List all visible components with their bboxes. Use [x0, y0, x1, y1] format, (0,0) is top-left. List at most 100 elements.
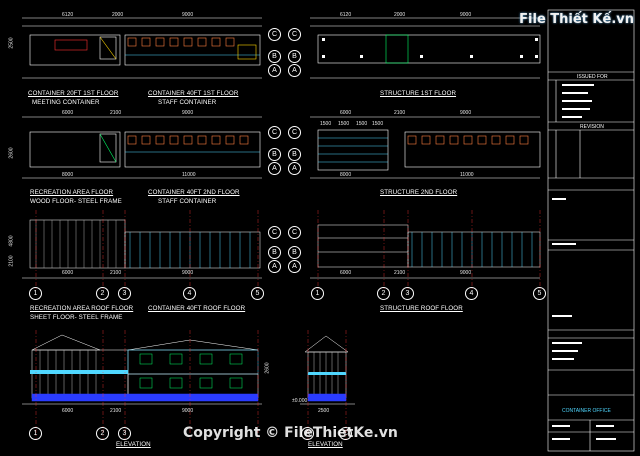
grid-axis-bubble: 4 — [183, 287, 196, 300]
dim-label: 11000 — [182, 172, 196, 178]
view-structure-1st-floor — [310, 17, 541, 79]
view-title-staff-2nd: CONTAINER 40FT 2ND FLOOR — [148, 189, 240, 196]
dim-label: 9000 — [460, 270, 472, 276]
grid-axis-bubble: 2 — [96, 427, 109, 440]
dim-label: 2000 — [112, 12, 124, 18]
dim-label: 8000 — [340, 172, 352, 178]
view-title-structure-1st: STRUCTURE 1ST FLOOR — [380, 90, 457, 97]
dim-elevation-zero: ±0.000 — [292, 398, 308, 404]
grid-axis-bubble: B — [268, 148, 281, 161]
issued-for-label: ISSUED FOR — [577, 74, 608, 80]
grid-axis-bubble: 1 — [311, 287, 324, 300]
grid-axis-bubble: 1 — [29, 427, 42, 440]
elevation-grid-lines — [35, 330, 347, 440]
grid-axis-bubble: C — [288, 126, 301, 139]
view-title-recreation-roof: RECREATION AREA ROOF FLOOR — [30, 305, 134, 312]
grid-axis-bubble: 3 — [118, 287, 131, 300]
view-title-staff-roof: CONTAINER 40FT ROOF FLOOR — [148, 305, 246, 312]
grid-axis-bubble: 3 — [118, 427, 131, 440]
dim-label: 2600 — [8, 147, 15, 159]
view-title-structure-2nd: STRUCTURE 2ND FLOOR — [380, 189, 458, 196]
dim-label: 2100 — [394, 270, 406, 276]
grid-axis-bubble: C — [339, 427, 352, 440]
view-meeting-container-plan — [22, 17, 262, 79]
dim-label: 11000 — [460, 172, 474, 178]
grid-axis-bubble: B — [288, 246, 301, 259]
grid-axis-bubble: 2 — [377, 287, 390, 300]
dim-label: 6000 — [340, 270, 352, 276]
view-staff-container-plan — [124, 34, 261, 66]
view-front-elevation — [22, 334, 262, 405]
dim-label: 1500 — [320, 121, 332, 127]
view-title-side-elevation: ELEVATION — [308, 441, 343, 448]
grid-axis-bubble: A — [268, 260, 281, 273]
site-logo: File Thiết Kế.vn — [519, 12, 634, 27]
dim-label: 9000 — [460, 12, 472, 18]
grid-axis-bubble: C — [268, 226, 281, 239]
view-subtitle-meeting-container: MEETING CONTAINER — [32, 99, 100, 106]
title-block-entries — [552, 84, 616, 440]
grid-axis-bubble: A — [268, 162, 281, 175]
view-structure-2nd-floor — [310, 116, 541, 179]
grid-axis-bubble: B — [288, 50, 301, 63]
copyright-watermark: Copyright © FileThietKe.vn — [183, 425, 398, 441]
grid-axis-bubble: A — [288, 162, 301, 175]
view-title-recreation-floor: RECREATION AREA FLOOR — [30, 189, 114, 196]
grid-axis-bubble: 1 — [29, 287, 42, 300]
grid-axis-bubble: 3 — [401, 287, 414, 300]
view-subtitle-recreation-floor: WOOD FLOOR- STEEL FRAME — [30, 198, 122, 205]
grid-axis-bubble: 2 — [96, 287, 109, 300]
grid-axis-bubble: A — [288, 260, 301, 273]
dim-label: 6000 — [62, 270, 74, 276]
grid-axis-bubble: 5 — [533, 287, 546, 300]
dim-label: 2100 — [8, 255, 15, 267]
drawing-title: CONTAINER OFFICE — [562, 408, 611, 414]
dim-label: 2500 — [8, 37, 15, 49]
dim-label: 2100 — [110, 408, 122, 414]
view-side-elevation — [300, 335, 355, 405]
view-subtitle-staff-2nd: STAFF CONTAINER — [158, 198, 217, 205]
view-title-meeting-container: CONTAINER 20FT 1ST FLOOR — [28, 90, 119, 97]
dim-label: 2100 — [394, 110, 406, 116]
grid-axis-bubble: C — [268, 28, 281, 41]
dim-label: 6000 — [62, 408, 74, 414]
grid-axis-bubble: A — [301, 427, 314, 440]
grid-axis-bubble: B — [268, 50, 281, 63]
dim-label: 1500 — [372, 121, 384, 127]
dim-label: 1500 — [338, 121, 350, 127]
grid-axis-bubble: C — [288, 28, 301, 41]
view-subtitle-recreation-roof: SHEET FLOOR- STEEL FRAME — [30, 314, 123, 321]
dim-label: 9000 — [182, 270, 194, 276]
view-recreation-area-floor — [22, 116, 262, 179]
view-staff-container-2nd — [124, 131, 261, 168]
grid-axis-bubble: A — [288, 64, 301, 77]
dim-label: 6000 — [340, 110, 352, 116]
view-title-structure-roof: STRUCTURE ROOF FLOOR — [380, 305, 463, 312]
grid-axis-bubble: B — [268, 246, 281, 259]
dim-label: 2100 — [110, 110, 122, 116]
grid-axis-bubble: 4 — [465, 287, 478, 300]
dim-label: 6120 — [340, 12, 352, 18]
dim-label: 2500 — [318, 408, 330, 414]
dim-label: 8000 — [62, 172, 74, 178]
dim-label: 2100 — [110, 270, 122, 276]
grid-lines — [35, 210, 541, 290]
title-block-frame — [547, 9, 635, 452]
dim-label: 2000 — [394, 12, 406, 18]
dim-label: 9000 — [460, 110, 472, 116]
view-title-staff-1st: CONTAINER 40FT 1ST FLOOR — [148, 90, 239, 97]
revision-label: REVISION — [580, 124, 604, 130]
dim-label: 2600 — [264, 362, 271, 374]
grid-axis-bubble: B — [288, 148, 301, 161]
view-subtitle-staff-1st: STAFF CONTAINER — [158, 99, 217, 106]
grid-axis-bubble: C — [288, 226, 301, 239]
grid-axis-bubble: C — [268, 126, 281, 139]
view-title-front-elevation: ELEVATION — [116, 441, 151, 448]
dim-label: 1500 — [356, 121, 368, 127]
dim-label: 4800 — [8, 235, 15, 247]
dim-label: 6000 — [62, 110, 74, 116]
grid-axis-bubble: 5 — [251, 287, 264, 300]
grid-axis-bubble: A — [268, 64, 281, 77]
dim-label: 9000 — [182, 408, 194, 414]
dim-label: 9000 — [182, 110, 194, 116]
